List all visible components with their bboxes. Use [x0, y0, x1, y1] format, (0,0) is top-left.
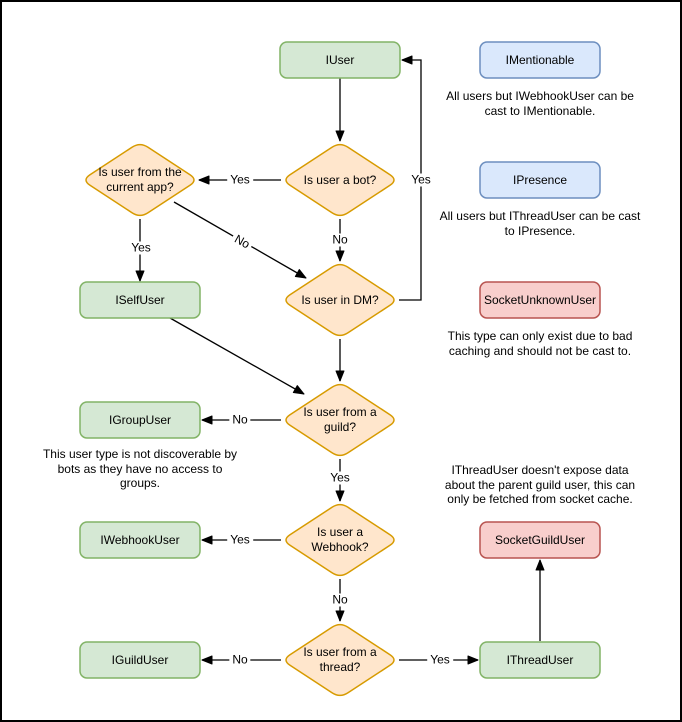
node-ithreaduser-shape — [479, 641, 601, 679]
node-ipresence: IPresence — [512, 172, 568, 187]
node-iwebhookuser: IWebhookUser — [100, 532, 180, 547]
edge-iselfuser-to-isguild — [169, 317, 305, 395]
node-ipresence-shape — [479, 161, 601, 199]
node-iguilduser: IGuildUser — [111, 652, 169, 667]
node-imentionable-shape — [479, 41, 601, 79]
decision-isthread-shape — [285, 623, 395, 697]
decision-isguild: Is user from a guild? — [303, 405, 377, 434]
node-imentionable: IMentionable — [505, 52, 575, 67]
node-ithreaduser: IThreadUser — [506, 652, 574, 667]
edge-label-no-webhook-thread: No — [329, 593, 351, 607]
node-iselfuser-shape — [79, 281, 201, 319]
note-ipresence: All users but IThreadUser can be cast to… — [439, 209, 641, 238]
note-socketguilduser: IThreadUser doesn't expose data about th… — [444, 463, 636, 506]
edge-label-no-guild-group: No — [229, 413, 251, 427]
decision-currentapp-shape — [85, 143, 195, 217]
edge-label-no-thread-iguild: No — [229, 653, 251, 667]
node-iuser-shape — [279, 41, 401, 79]
note-imentionable: All users but IWebhookUser can be cast t… — [446, 89, 634, 118]
node-igroupuser-shape — [79, 401, 201, 439]
decision-isthread: Is user from a thread? — [303, 645, 377, 674]
decision-iswebhook: Is user a Webhook? — [311, 525, 369, 554]
node-socketunknownuser: SocketUnknownUser — [483, 292, 597, 307]
edge-label-yes-thread: Yes — [427, 653, 453, 667]
decision-isdm-shape — [285, 263, 395, 337]
node-socketunknownuser-shape — [479, 281, 601, 319]
node-iguilduser-shape — [79, 641, 201, 679]
edge-label-yes-webhook: Yes — [227, 533, 253, 547]
decision-currentapp: Is user from the current app? — [98, 165, 182, 194]
decision-isguild-shape — [285, 383, 395, 457]
edge-label-yes-app-self: Yes — [128, 241, 154, 255]
node-iwebhookuser-shape — [79, 521, 201, 559]
decision-isdm: Is user in DM? — [301, 292, 379, 307]
edge-label-yes-bot-app: Yes — [227, 173, 253, 187]
edge-label-no-bot-dm: No — [329, 233, 351, 247]
edge-label-yes-guild-webhook: Yes — [327, 471, 353, 485]
node-igroupuser: IGroupUser — [108, 412, 172, 427]
decision-iswebhook-shape — [285, 503, 395, 577]
node-iselfuser: ISelfUser — [115, 292, 165, 307]
decision-isbot: Is user a bot? — [303, 172, 377, 187]
note-igroupuser: This user type is not discoverable by bo… — [42, 447, 238, 490]
node-socketguilduser-shape — [479, 521, 601, 559]
node-iuser: IUser — [325, 52, 355, 67]
note-socketunknownuser: This type can only exist due to bad cach… — [447, 329, 633, 358]
edge-label-yes-dm-iuser: Yes — [408, 173, 434, 187]
node-socketguilduser: SocketGuildUser — [494, 532, 586, 547]
decision-isbot-shape — [285, 143, 395, 217]
